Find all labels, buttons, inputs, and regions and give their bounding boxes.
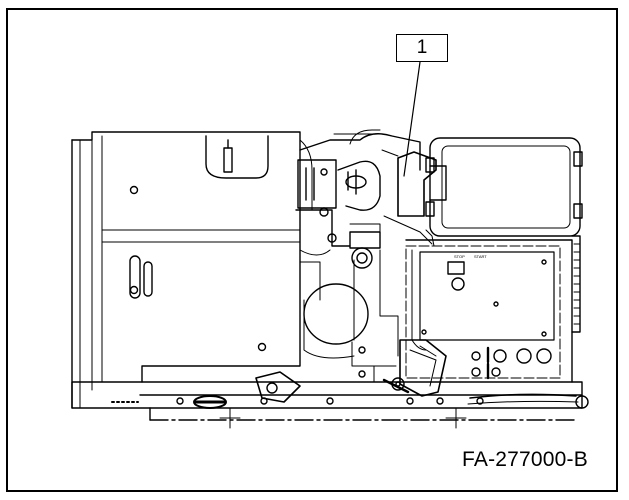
left-enclosure — [71, 131, 313, 409]
control-panel — [405, 235, 581, 383]
callout-box: 1 — [396, 34, 448, 62]
engine-block — [295, 129, 421, 383]
base-frame — [71, 381, 583, 429]
figure-id-label: FA-277000-B — [462, 448, 588, 471]
air-filter-box — [425, 137, 583, 237]
callout-leader — [403, 61, 421, 177]
lower-manifold — [255, 339, 589, 409]
callout-number: 1 — [416, 37, 428, 58]
figure-frame — [6, 8, 618, 492]
